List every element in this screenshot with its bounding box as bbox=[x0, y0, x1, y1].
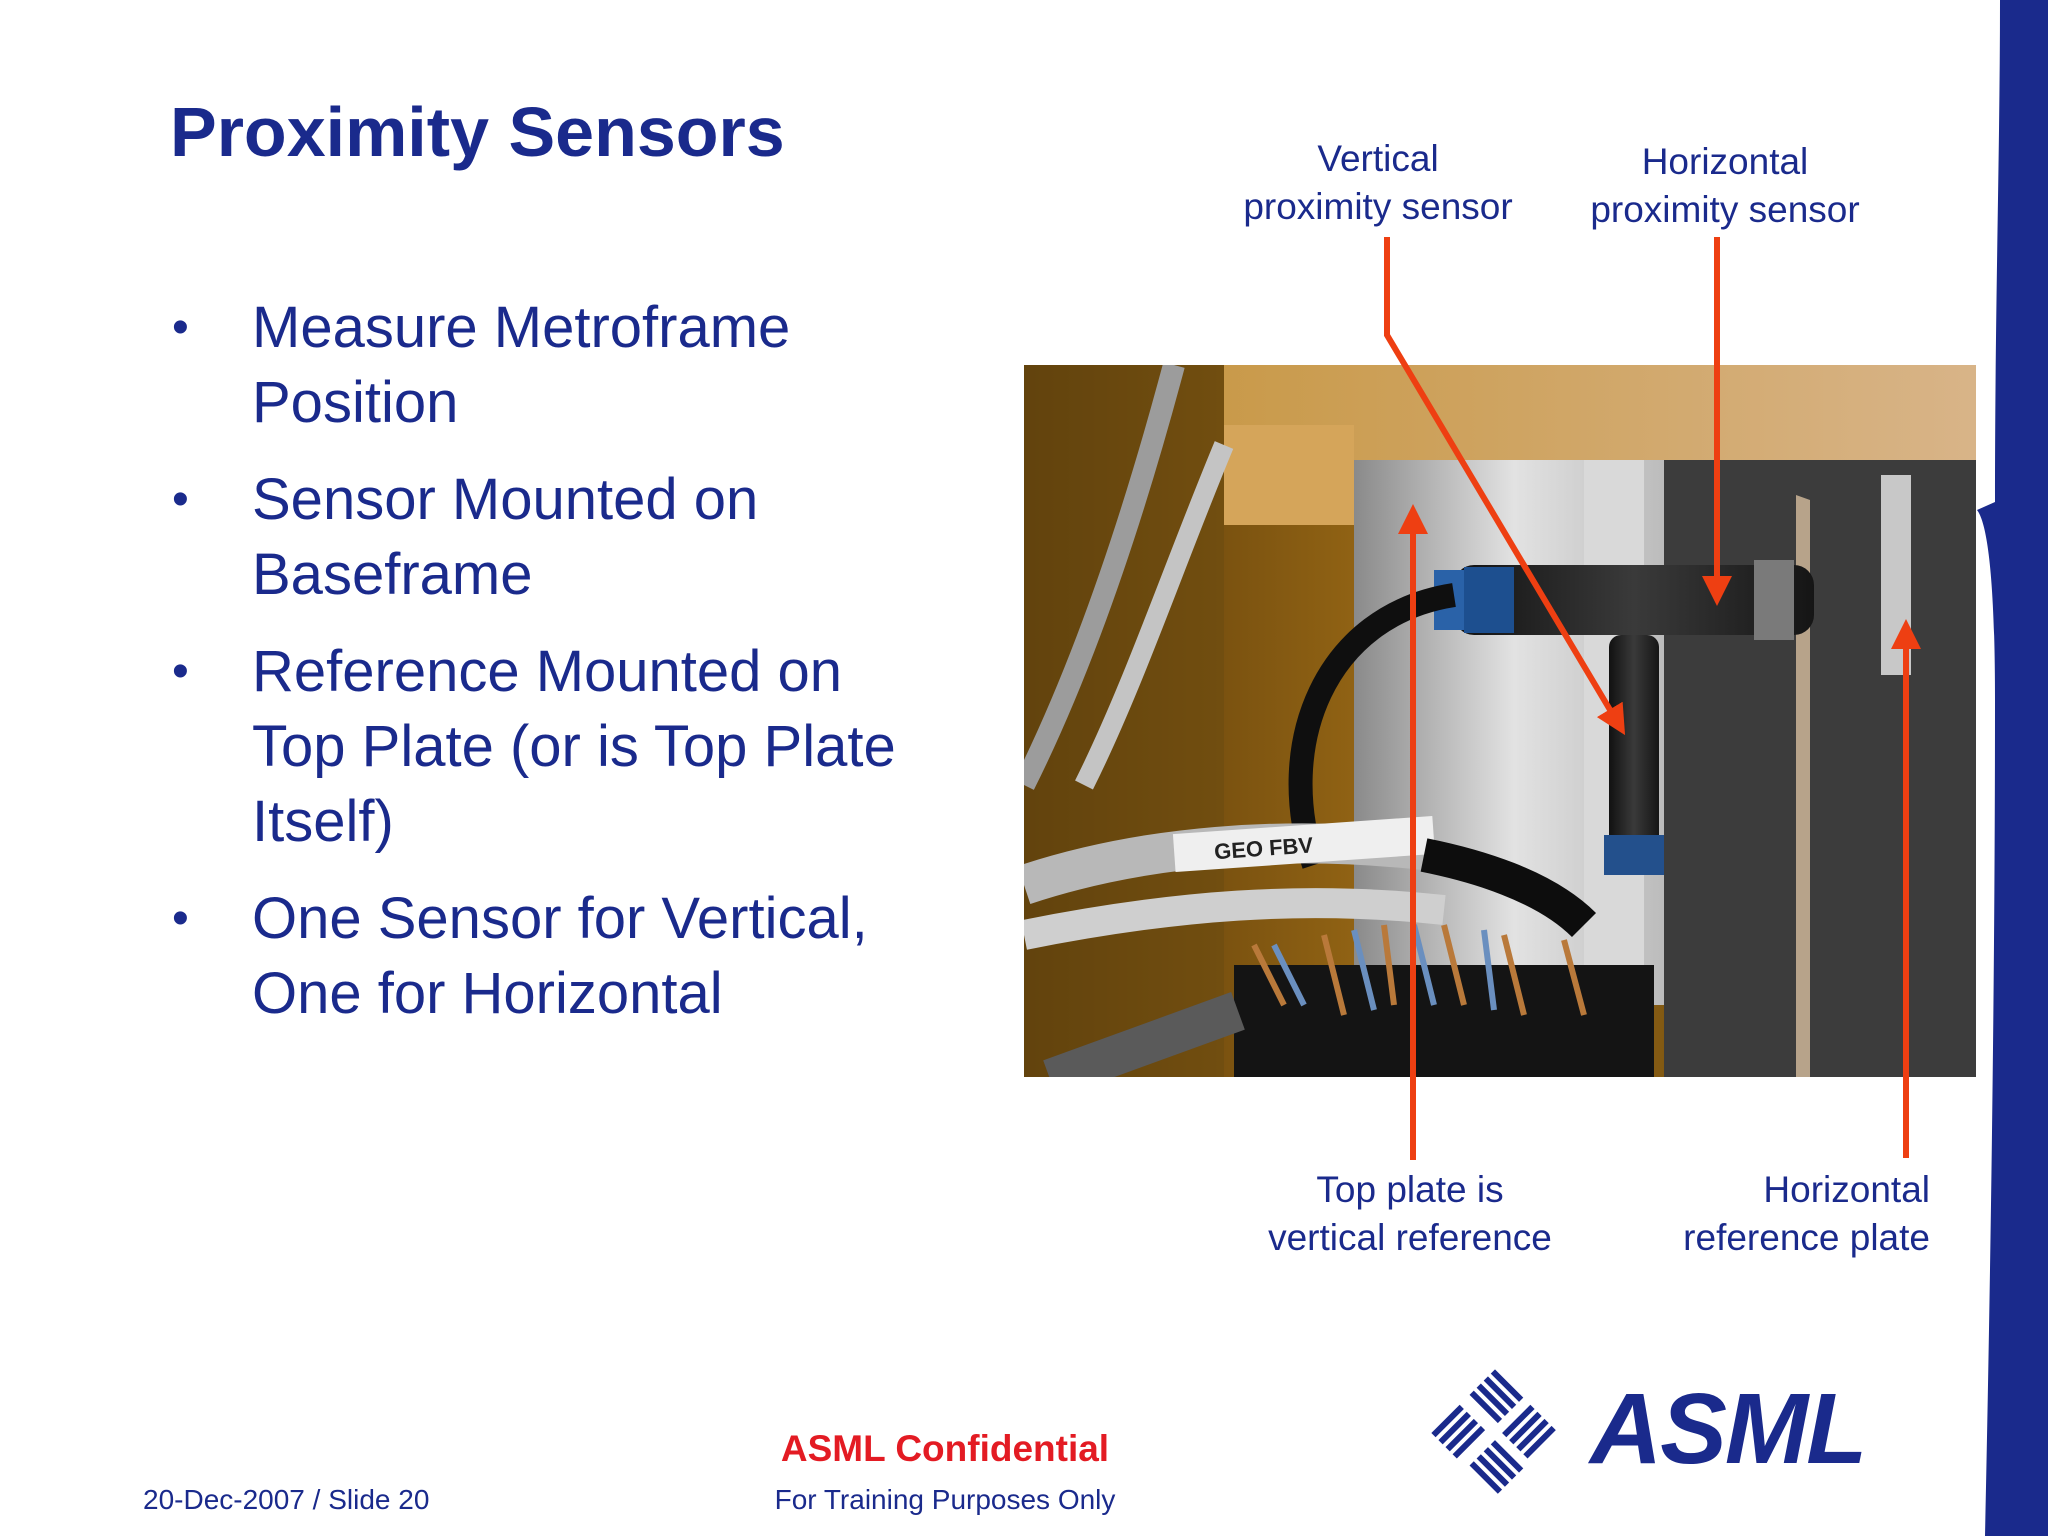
bullet-marker: • bbox=[172, 301, 189, 354]
callout-line: reference plate bbox=[1683, 1217, 1930, 1258]
bullet-line: Sensor Mounted on bbox=[252, 467, 759, 532]
asml-logo-icon bbox=[1431, 1369, 1556, 1494]
bullet-item: • Reference Mounted on Top Plate (or is … bbox=[170, 634, 990, 859]
bullet-line: Baseframe bbox=[252, 542, 533, 607]
bullet-line: Top Plate (or is Top Plate bbox=[252, 714, 896, 779]
bullet-marker: • bbox=[172, 645, 189, 698]
horizontal-sensor-callout: Horizontal proximity sensor bbox=[1570, 138, 1880, 234]
bullet-marker: • bbox=[172, 473, 189, 526]
callout-line: Top plate is bbox=[1316, 1169, 1504, 1210]
asml-logo-text: ASML bbox=[1590, 1373, 1867, 1485]
bullet-item: • One Sensor for Vertical, One for Horiz… bbox=[170, 881, 990, 1031]
bullet-line: One Sensor for Vertical, bbox=[252, 886, 868, 951]
vertical-sensor-callout: Vertical proximity sensor bbox=[1228, 135, 1528, 231]
slide-title: Proximity Sensors bbox=[170, 93, 785, 171]
callout-line: Vertical bbox=[1317, 138, 1439, 179]
callout-line: proximity sensor bbox=[1243, 186, 1513, 227]
callout-line: Horizontal bbox=[1763, 1169, 1930, 1210]
bullet-item: • Measure Metroframe Position bbox=[170, 290, 990, 440]
bullet-marker: • bbox=[172, 892, 189, 945]
bullet-list: • Measure Metroframe Position • Sensor M… bbox=[170, 290, 990, 1053]
callout-line: proximity sensor bbox=[1590, 189, 1860, 230]
confidential-label: ASML Confidential bbox=[780, 1428, 1110, 1469]
training-label: For Training Purposes Only bbox=[774, 1484, 1116, 1515]
date-slide-label: 20-Dec-2007 / Slide 20 bbox=[143, 1484, 430, 1515]
bullet-item: • Sensor Mounted on Baseframe bbox=[170, 462, 990, 612]
bullet-line: Position bbox=[252, 370, 459, 435]
bullet-line: Measure Metroframe bbox=[252, 295, 791, 360]
sensor-photo: GEO FBV bbox=[1024, 365, 1976, 1077]
callout-line: Horizontal bbox=[1641, 141, 1809, 182]
horizontal-reference-callout: Horizontal reference plate bbox=[1640, 1166, 1930, 1262]
bullet-line: Itself) bbox=[252, 789, 394, 854]
bullet-line: Reference Mounted on bbox=[252, 639, 843, 704]
bullet-line: One for Horizontal bbox=[252, 961, 723, 1026]
top-plate-callout: Top plate is vertical reference bbox=[1245, 1166, 1575, 1262]
asml-logo: ASML bbox=[1430, 1368, 1880, 1498]
callout-line: vertical reference bbox=[1268, 1217, 1552, 1258]
